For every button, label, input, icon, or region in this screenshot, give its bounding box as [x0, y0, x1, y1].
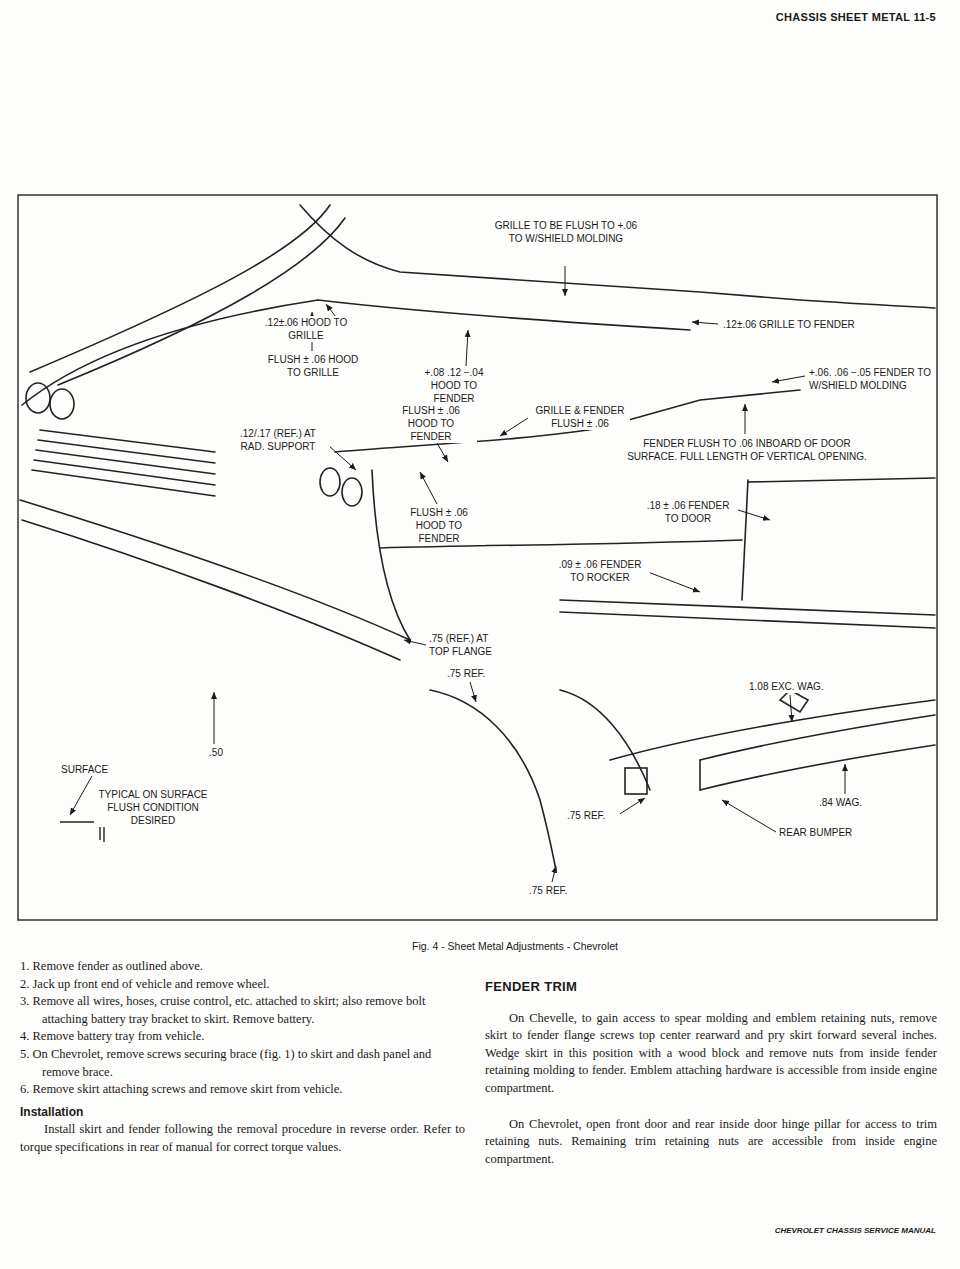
step-item: 4. Remove battery tray from vehicle.	[20, 1028, 465, 1046]
dimension-label: FLUSH ± .06 HOOD TO FENDER	[393, 506, 485, 545]
rear-quarter	[625, 768, 647, 794]
car-body	[318, 300, 690, 330]
dimension-label: .12±.06 HOOD TO GRILLE	[262, 316, 350, 342]
leader-lines	[420, 472, 437, 504]
leader-lines	[772, 376, 805, 382]
car-body	[748, 478, 935, 482]
car-body	[742, 480, 748, 600]
leader-lines	[745, 404, 746, 434]
car-body	[320, 468, 340, 496]
body-paragraph: Install skirt and fender following the r…	[20, 1121, 465, 1156]
dimension-label: .75 (REF.) AT TOP FLANGE	[428, 632, 508, 658]
rear-quarter	[610, 700, 935, 760]
page-footer: CHEVROLET CHASSIS SERVICE MANUAL	[760, 1226, 936, 1235]
leader-lines	[692, 322, 718, 324]
leader-lines	[214, 692, 215, 744]
dimension-label: FLUSH ± .06 HOOD TO FENDER	[385, 404, 477, 443]
dimension-label: .50	[202, 746, 230, 759]
car-body	[30, 205, 330, 372]
text-column: 1. Remove fender as outlined above.2. Ja…	[20, 958, 465, 1157]
dimension-label: 1.08 EXC. WAG.	[748, 680, 845, 693]
dimension-label: SURFACE	[60, 763, 132, 776]
dimension-label: .09 ± .06 FENDER TO ROCKER	[550, 558, 650, 584]
dimension-label: .84 WAG.	[818, 796, 880, 809]
dimension-label: .12±.06 GRILLE TO FENDER	[722, 318, 929, 331]
leader-lines	[470, 682, 476, 702]
rear-quarter	[700, 715, 935, 760]
leader-lines	[552, 866, 556, 882]
leader-lines	[738, 510, 770, 520]
dimension-label: FLUSH ± .06 HOOD TO GRILLE	[266, 353, 360, 379]
leader-lines	[404, 640, 426, 645]
dimension-label: +.06. .06 −.05 FENDER TO W/SHIELD MOLDIN…	[808, 366, 935, 392]
dimension-label: REAR BUMPER	[778, 826, 865, 839]
leader-lines	[722, 800, 776, 832]
car-body	[20, 205, 935, 870]
car-body	[20, 500, 410, 640]
figure-caption: Fig. 4 - Sheet Metal Adjustments - Chevr…	[300, 940, 730, 952]
car-body	[26, 383, 50, 413]
body-paragraph: On Chevelle, to gain access to spear mol…	[485, 1010, 937, 1098]
dimension-label: .12/.17 (REF.) AT RAD. SUPPORT	[226, 427, 330, 453]
section-heading: Installation	[20, 1104, 465, 1122]
step-item: 3. Remove all wires, hoses, cruise contr…	[20, 993, 465, 1028]
dimension-label: FENDER FLUSH TO .06 INBOARD OF DOOR SURF…	[624, 437, 870, 463]
car-body	[36, 450, 215, 474]
rear-quarter	[700, 745, 935, 790]
body-paragraph: On Chevrolet, open front door and rear i…	[485, 1116, 937, 1169]
car-body	[372, 470, 410, 640]
car-body	[32, 470, 215, 496]
dimension-label: +.08 .12 −.04 HOOD TO FENDER	[408, 366, 500, 405]
leader-lines	[70, 776, 92, 815]
leader-lines	[790, 695, 792, 722]
step-item: 1. Remove fender as outlined above.	[20, 958, 465, 976]
text-column: FENDER TRIM On Chevelle, to gain access t…	[485, 978, 937, 1168]
leader-lines	[500, 418, 528, 436]
car-body	[430, 690, 556, 870]
leader-lines	[618, 798, 645, 815]
car-body	[40, 430, 215, 452]
page-header: CHASSIS SHEET METAL 11-5	[700, 11, 936, 23]
rear-quarter	[780, 690, 808, 712]
car-body	[300, 205, 935, 308]
dimension-label: .75 REF.	[528, 884, 582, 897]
dimension-label: .75 REF.	[446, 667, 508, 680]
dimension-label: .18 ± .06 FENDER TO DOOR	[638, 499, 738, 525]
dimension-label: GRILLE TO BE FLUSH TO +.06 TO W/SHIELD M…	[492, 219, 640, 245]
dimension-label: TYPICAL ON SURFACE FLUSH CONDITION DESIR…	[94, 788, 212, 827]
leader-lines	[648, 572, 700, 592]
section-heading: FENDER TRIM	[485, 978, 937, 996]
rear-quarter	[699, 760, 701, 790]
leader-lines	[70, 266, 845, 882]
car-body	[560, 600, 935, 615]
car-body	[342, 478, 362, 506]
car-body	[34, 460, 215, 485]
car-body	[38, 440, 215, 463]
rear-quarter	[560, 690, 935, 794]
step-item: 2. Jack up front end of vehicle and remo…	[20, 976, 465, 994]
step-item: 5. On Chevrolet, remove screws securing …	[20, 1046, 465, 1081]
step-item: 6. Remove skirt attaching screws and rem…	[20, 1081, 465, 1099]
car-body	[50, 389, 74, 419]
car-body	[22, 520, 400, 660]
dimension-label: GRILLE & FENDER FLUSH ± .06	[530, 404, 630, 430]
dimension-label: .75 REF.	[566, 809, 620, 822]
flush-symbol	[103, 826, 104, 842]
car-body	[560, 612, 935, 628]
figure-frame	[18, 195, 937, 920]
rear-quarter	[560, 690, 650, 790]
leader-lines	[328, 445, 356, 470]
leader-lines	[466, 330, 468, 366]
leader-lines	[565, 266, 566, 296]
leader-lines	[845, 764, 846, 794]
